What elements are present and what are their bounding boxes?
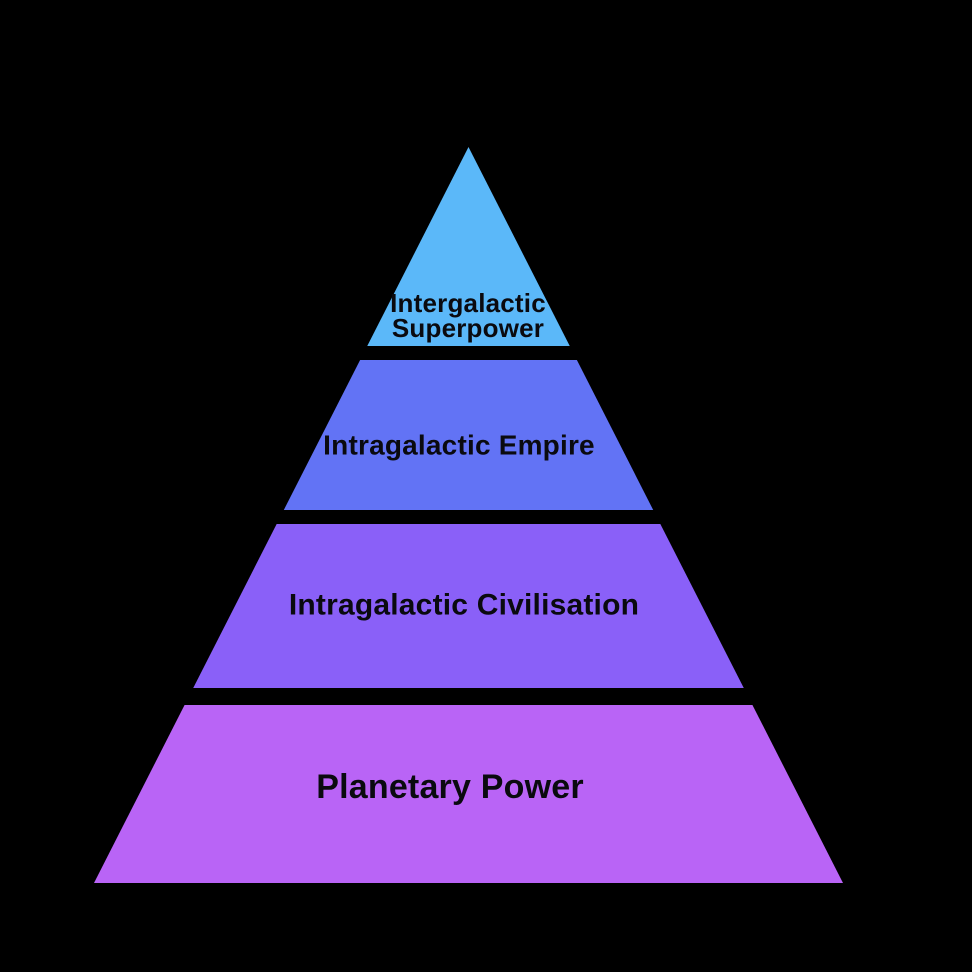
pyramid-level-2-label: Intragalactic Empire [323,430,595,461]
pyramid-level-4-label: Planetary Power [316,768,584,806]
pyramid-level-intragalactic-empire: Intragalactic Empire [283,360,654,510]
pyramid-level-planetary-power: Planetary Power [94,705,843,883]
pyramid-level-intragalactic-civilisation: Intragalactic Civilisation [193,524,744,688]
pyramid-level-1-label-line-1: Intergalactic [390,288,546,318]
pyramid-level-3-label: Intragalactic Civilisation [289,589,639,622]
pyramid-level-1-shape [367,147,570,346]
pyramid-level-intergalactic-superpower: Intergalactic Superpower [367,147,570,346]
pyramid-level-1-label-line-2: Superpower [392,313,544,343]
pyramid-level-4-shape [94,705,843,883]
pyramid-level-3-shape [193,524,744,688]
pyramid-level-2-shape [283,360,654,510]
